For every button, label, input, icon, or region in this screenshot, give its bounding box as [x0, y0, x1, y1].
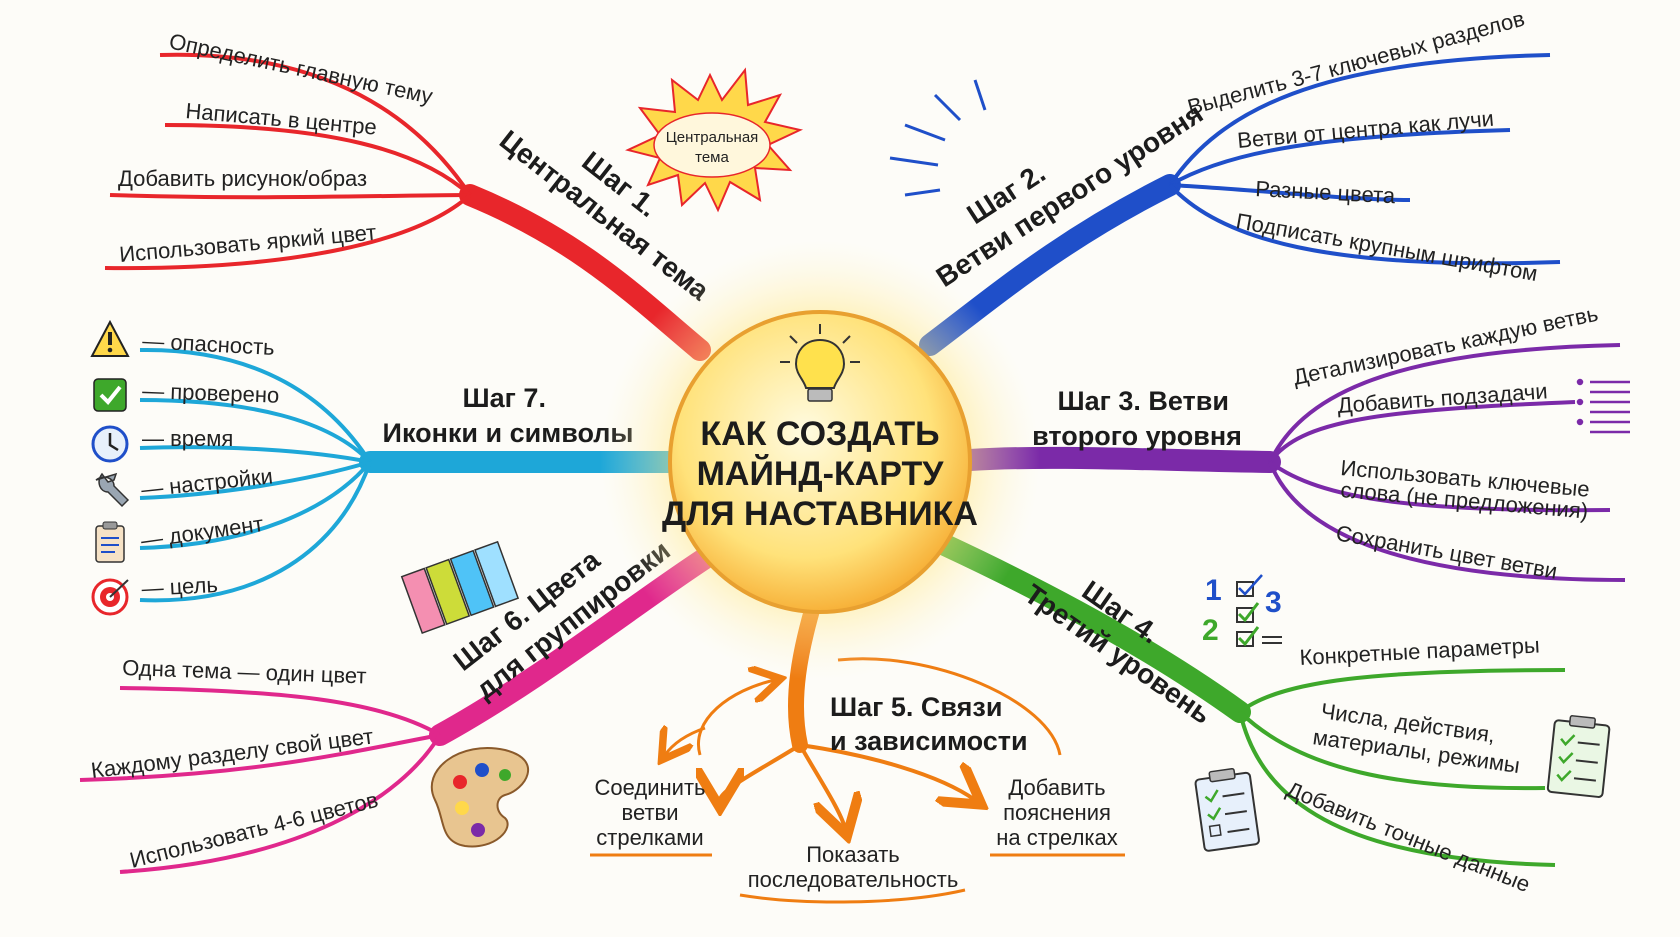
- step-5-item: ветви: [622, 800, 679, 825]
- paint-palette-icon: [430, 747, 530, 848]
- center-circle: [668, 310, 972, 614]
- step-6-item: Использовать 4-6 цветов: [127, 787, 380, 873]
- center-title: МАЙНД-КАРТУ: [697, 454, 945, 493]
- step-2-item: Выделить 3-7 ключевых разделов: [1185, 6, 1527, 120]
- step-3-twig: [1268, 461, 1626, 582]
- step-6-twig: [79, 733, 441, 782]
- numbered-checklist-icon: 1 3 2: [1202, 574, 1282, 647]
- step-7-twig: [139, 461, 372, 603]
- sunburst-label: тема: [695, 149, 729, 166]
- step-1-twig: [164, 123, 472, 197]
- icon-legend-label: — время: [142, 426, 233, 451]
- step-3-title: Шаг 3. Ветви второго уровня: [1032, 386, 1242, 451]
- step-3-twig: [1268, 343, 1621, 463]
- step-7-twig: [139, 347, 372, 464]
- checkmark-icon: [93, 378, 127, 412]
- step-4-twig: [1238, 711, 1556, 867]
- step-5-item: Показать: [806, 842, 900, 867]
- step-1-item: Написать в центре: [185, 98, 378, 140]
- step-5-item: на стрелках: [996, 825, 1118, 850]
- wrench-icon: [95, 472, 130, 508]
- step-1-branch: Определить главную тему Написать в центр…: [104, 28, 804, 361]
- clipboard-checklist-icon: [1546, 715, 1611, 798]
- step-5-arrow: [799, 743, 975, 800]
- step-2-twig: [1169, 183, 1411, 202]
- color-swatches-icon: [400, 540, 520, 635]
- center-title: ДЛЯ НАСТАВНИКА: [662, 495, 978, 533]
- step-2-twig: [1168, 183, 1561, 266]
- step-4-twig: [1238, 668, 1566, 714]
- step-2-branch: Выделить 3-7 ключевых разделов Ветви от …: [889, 6, 1561, 356]
- step-4-item: Конкретные параметры: [1299, 632, 1540, 670]
- step-5-branch: Соединить ветви стрелками Показать после…: [590, 592, 1125, 904]
- list-lines-icon: [1576, 378, 1630, 434]
- step-3-branch: Детализировать каждую ветвь Добавить под…: [959, 301, 1630, 584]
- step-2-item: Ветви от центра как лучи: [1236, 106, 1495, 153]
- step-7-twig: [139, 445, 371, 464]
- step-5-item: Соединить: [595, 775, 706, 800]
- warning-icon: [90, 319, 130, 357]
- icon-legend-label: — проверено: [142, 378, 280, 408]
- sunburst-label: Центральная: [666, 129, 759, 146]
- step-5-item: стрелками: [596, 825, 703, 850]
- step-3-item: Добавить подзадачи: [1337, 378, 1549, 418]
- step-1-twig: [104, 193, 472, 271]
- step-7-title: Шаг 7. Иконки и символы: [383, 383, 634, 448]
- step-1-item: Определить главную тему: [167, 28, 435, 108]
- icon-legend-label: — опасность: [142, 328, 276, 360]
- step-4-twig: [1238, 710, 1546, 791]
- step-3-item: Сохранить цвет ветви: [1334, 520, 1559, 584]
- step-2-twig: [1168, 128, 1511, 187]
- target-icon: [91, 578, 129, 616]
- clipboard-checklist-icon: [1194, 768, 1260, 852]
- step-7-twig: [139, 398, 372, 464]
- number-1: 1: [1205, 574, 1222, 607]
- clipboard-icon: [95, 521, 125, 563]
- clock-icon: [91, 425, 129, 463]
- sunburst-icon: Центральная тема: [625, 67, 804, 213]
- step-7-twig: [139, 460, 371, 500]
- step-3-twig: [1268, 400, 1576, 464]
- step-5-arrow: [697, 680, 775, 756]
- icon-legend-label: — цель: [141, 572, 218, 601]
- step-2-item: Подписать крупным шрифтом: [1234, 208, 1539, 286]
- step-1-item: Добавить рисунок/образ: [118, 166, 367, 191]
- step-4-item: Добавить точные данные: [1283, 776, 1534, 897]
- step-5-arrow: [665, 728, 706, 755]
- lightbulb-icon: [780, 324, 860, 402]
- step-6-twig: [119, 733, 442, 874]
- step-5-item: Добавить: [1008, 775, 1105, 800]
- step-3-twig: [1268, 460, 1611, 513]
- step-6-item: Каждому разделу свой цвет: [90, 724, 375, 783]
- step-2-twig: [1168, 53, 1551, 187]
- icon-legend-label: — документ: [139, 511, 265, 553]
- step-5-item: пояснения: [1003, 800, 1111, 825]
- step-3-item: Детализировать каждую ветвь: [1291, 301, 1600, 390]
- step-5-arrow: [798, 744, 845, 828]
- step-1-twig: [109, 193, 471, 200]
- step-2-item: Разные цвета: [1255, 176, 1397, 208]
- step-6-branch: Одна тема — один цвет Каждому разделу св…: [79, 535, 721, 874]
- number-2: 2: [1202, 614, 1219, 647]
- step-6-item: Одна тема — один цвет: [122, 655, 367, 689]
- step-1-twig: [159, 52, 472, 197]
- icon-legend-label: — настройки: [140, 463, 274, 502]
- step-7-twig: [139, 460, 372, 550]
- center-title: КАК СОЗДАТЬ: [700, 415, 939, 453]
- step-5-item: последовательность: [748, 867, 959, 892]
- step-5-title: Шаг 5. Связи и зависимости: [830, 692, 1028, 756]
- step-6-twig: [119, 686, 442, 737]
- step-1-item: Использовать яркий цвет: [118, 220, 377, 267]
- central-topic: КАК СОЗДАТЬ МАЙНД-КАРТУ ДЛЯ НАСТАВНИКА: [600, 240, 1040, 680]
- burst-lines-icon: [889, 79, 987, 197]
- number-3: 3: [1265, 586, 1282, 619]
- step-5-arrow: [720, 743, 802, 800]
